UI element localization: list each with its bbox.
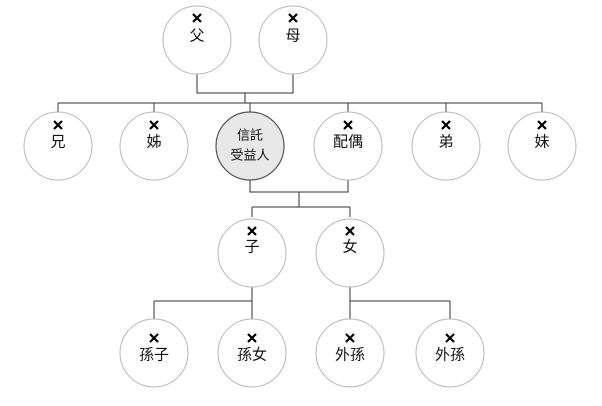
node-circle bbox=[119, 318, 189, 388]
node-mother: 母 bbox=[258, 5, 328, 75]
node-daughter: 女 bbox=[315, 218, 385, 288]
node-outer-grandchild-1: 外孫 bbox=[315, 318, 385, 388]
node-label: 子 bbox=[244, 238, 259, 256]
node-circle bbox=[415, 318, 485, 388]
node-circle bbox=[258, 5, 328, 75]
deceased-mark-icon bbox=[288, 13, 298, 23]
node-circle bbox=[313, 111, 383, 181]
deceased-mark-icon bbox=[53, 120, 63, 130]
node-trust-beneficiary: 信託 受益人 bbox=[215, 111, 285, 181]
node-label: 女 bbox=[342, 238, 357, 256]
node-label: 姊 bbox=[146, 133, 161, 151]
node-label: 外孫 bbox=[435, 346, 465, 364]
node-circle bbox=[162, 5, 232, 75]
node-label: 外孫 bbox=[335, 346, 365, 364]
deceased-mark-icon bbox=[345, 226, 355, 236]
node-label: 弟 bbox=[438, 133, 453, 151]
node-circle bbox=[315, 218, 385, 288]
son-children-connector bbox=[153, 287, 253, 319]
deceased-mark-icon bbox=[441, 120, 451, 130]
children-bar bbox=[251, 206, 351, 217]
node-circle bbox=[23, 111, 93, 181]
node-label-line2: 受益人 bbox=[230, 149, 269, 164]
deceased-mark-icon bbox=[247, 226, 257, 236]
siblings-bar bbox=[57, 102, 543, 113]
deceased-mark-icon bbox=[537, 120, 547, 130]
node-younger-brother: 弟 bbox=[411, 111, 481, 181]
node-father: 父 bbox=[162, 5, 232, 75]
node-circle bbox=[215, 111, 285, 181]
deceased-mark-icon bbox=[343, 120, 353, 130]
daughter-children-connector bbox=[349, 287, 451, 319]
node-outer-grandchild-2: 外孫 bbox=[415, 318, 485, 388]
deceased-mark-icon bbox=[247, 333, 257, 343]
node-label: 孫子 bbox=[139, 346, 169, 364]
deceased-mark-icon bbox=[149, 333, 159, 343]
node-grandson: 孫子 bbox=[119, 318, 189, 388]
node-circle bbox=[411, 111, 481, 181]
deceased-mark-icon bbox=[345, 333, 355, 343]
deceased-mark-icon bbox=[149, 120, 159, 130]
node-circle bbox=[217, 218, 287, 288]
deceased-mark-icon bbox=[192, 13, 202, 23]
node-label-line1: 信託 bbox=[237, 128, 263, 144]
node-label: 妹 bbox=[534, 133, 549, 151]
node-younger-sister: 妹 bbox=[507, 111, 577, 181]
node-circle bbox=[217, 318, 287, 388]
node-label: 父 bbox=[189, 27, 204, 45]
node-label: 母 bbox=[285, 27, 300, 45]
node-label: 孫女 bbox=[237, 346, 267, 364]
node-label: 配偶 bbox=[333, 133, 363, 151]
node-circle bbox=[315, 318, 385, 388]
node-granddaughter: 孫女 bbox=[217, 318, 287, 388]
node-elder-brother: 兄 bbox=[23, 111, 93, 181]
deceased-mark-icon bbox=[445, 333, 455, 343]
node-circle bbox=[119, 111, 189, 181]
node-spouse: 配偶 bbox=[313, 111, 383, 181]
node-elder-sister: 姊 bbox=[119, 111, 189, 181]
node-circle bbox=[507, 111, 577, 181]
node-label: 兄 bbox=[50, 133, 65, 151]
marriage-connector bbox=[249, 180, 349, 207]
parents-connector bbox=[196, 74, 294, 103]
node-son: 子 bbox=[217, 218, 287, 288]
connector-lines bbox=[57, 74, 543, 319]
